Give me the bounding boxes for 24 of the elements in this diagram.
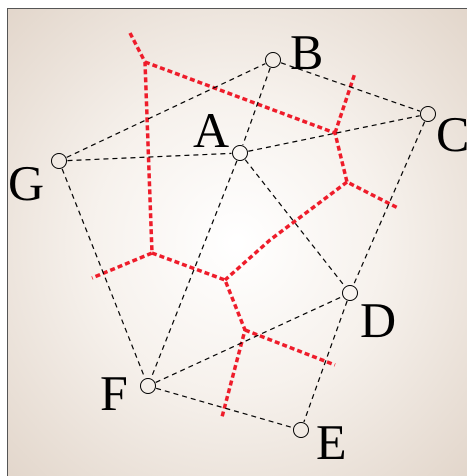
point-marker [50,152,66,168]
point-label: F [100,373,128,413]
point-label: C [436,114,467,154]
point-marker [232,144,248,160]
dashed-line [303,300,348,422]
point-marker [264,52,280,68]
point-label: B [290,32,324,72]
dashed-line [244,159,346,287]
point-label: G [8,163,44,203]
point-marker [140,378,156,394]
dashed-line [67,152,232,162]
point-marker [292,422,308,438]
dashed-line [156,388,293,428]
dashed-line [280,62,420,112]
point-label: A [193,110,230,150]
dashed-line [242,68,271,146]
dashed-line [352,122,426,286]
dashed-line [66,63,266,158]
point-label: D [360,300,396,340]
dashed-line [248,115,420,152]
point-marker [342,284,358,300]
point-label: E [316,422,347,462]
point-marker [420,106,436,122]
dashed-line [155,296,343,383]
